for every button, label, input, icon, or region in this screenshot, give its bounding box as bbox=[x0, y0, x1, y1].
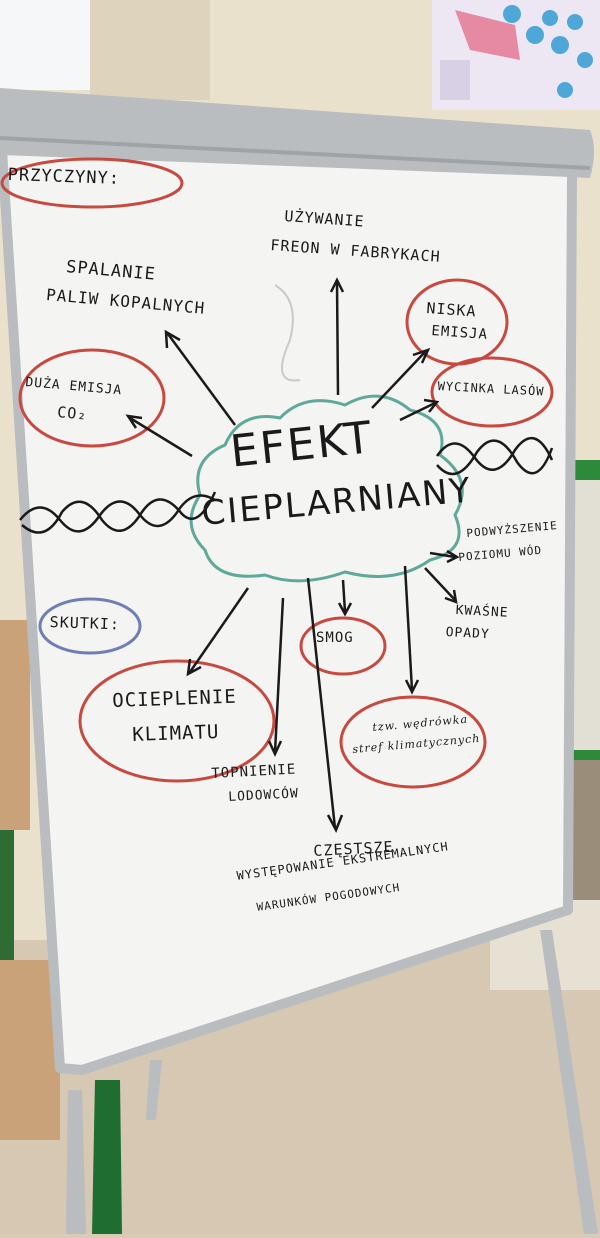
effect-acid-rain-line1: KWAŚNE bbox=[455, 603, 509, 621]
easel-leg-right bbox=[540, 930, 598, 1234]
easel-leg-left bbox=[92, 1080, 122, 1234]
arrows bbox=[19, 277, 554, 833]
cause-low-emission-line1: NISKA bbox=[425, 299, 478, 321]
desk-left-upper bbox=[0, 620, 30, 830]
effects-header-circle bbox=[38, 597, 142, 655]
causes-header: PRZYCZYNY: bbox=[7, 165, 121, 189]
smog-circle bbox=[299, 616, 387, 676]
wall-shadow bbox=[90, 0, 210, 100]
effect-acid-rain-line2: OPADY bbox=[445, 625, 491, 643]
zone-shift-circle bbox=[339, 695, 487, 789]
effect-warming-line2: KLIMATU bbox=[131, 720, 220, 746]
window bbox=[0, 0, 95, 90]
causes-header-circle bbox=[0, 157, 184, 209]
poster-pink-shape bbox=[455, 10, 520, 60]
effect-smog: SMOG bbox=[316, 630, 354, 646]
cause-co2-line2: CO₂ bbox=[56, 403, 89, 424]
effects-header: SKUTKI: bbox=[49, 613, 121, 634]
effect-warming-line1: OCIEPLENIE bbox=[111, 685, 238, 712]
desk-left-lower bbox=[0, 960, 60, 1140]
warming-circle bbox=[78, 659, 276, 783]
co2-circle bbox=[18, 348, 166, 448]
deforestation-circle bbox=[430, 356, 554, 428]
flipchart-clamp bbox=[0, 88, 594, 178]
center-cloud bbox=[189, 394, 464, 583]
